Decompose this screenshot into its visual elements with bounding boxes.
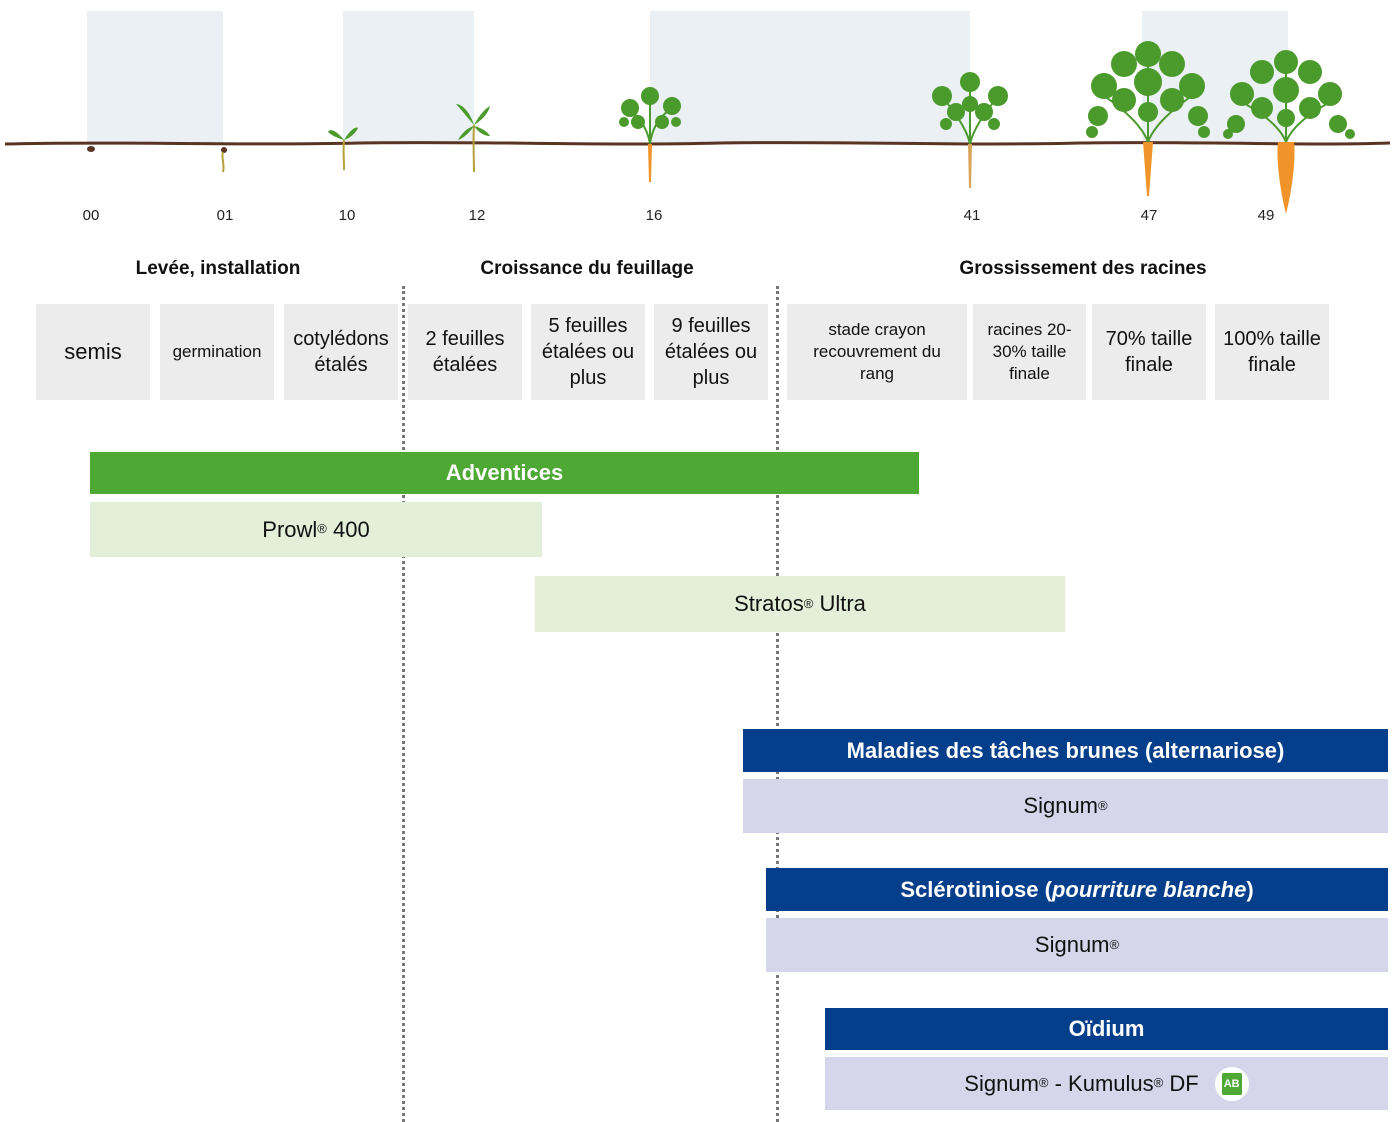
prowl-400-bar: Prowl® 400 xyxy=(90,502,542,557)
stage-band xyxy=(343,11,474,144)
stage-description: 9 feuilles étalées ou plus xyxy=(654,304,768,400)
stratos-ultra-bar: Stratos® Ultra xyxy=(535,576,1065,632)
stage-number: 12 xyxy=(468,207,486,224)
product-separator: - Kumulus xyxy=(1048,1070,1154,1096)
young-carrot-icon xyxy=(619,87,681,182)
stage-number: 41 xyxy=(963,207,981,224)
growth-illustration xyxy=(4,41,1391,214)
product-name: Stratos xyxy=(734,591,804,616)
stage-band xyxy=(87,11,223,144)
stage-description: racines 20-30% taille finale xyxy=(973,304,1086,400)
germination-icon xyxy=(221,147,227,173)
stage-number: 00 xyxy=(82,207,100,224)
sclerotiniose-signum-bar: Signum® xyxy=(766,918,1388,972)
two-leaf-plant-icon xyxy=(456,104,490,173)
product-name: Signum xyxy=(1034,932,1110,957)
registered-mark: ® xyxy=(317,521,327,536)
product-suffix: 400 xyxy=(326,516,370,542)
seed-icon xyxy=(87,146,95,152)
ab-organic-icon: AB xyxy=(1214,1066,1249,1101)
product-suffix: DF xyxy=(1163,1070,1199,1096)
adventices-header: Adventices xyxy=(90,452,919,494)
registered-mark: ® xyxy=(1038,1075,1049,1090)
stage-description: cotylédons étalés xyxy=(284,304,398,400)
registered-mark: ® xyxy=(803,595,814,611)
mature-carrot-icon xyxy=(1223,50,1355,214)
stage-description: germination xyxy=(160,304,274,400)
stage-description: 70% taille finale xyxy=(1092,304,1206,400)
sclerotiniose-title-end: ) xyxy=(1246,876,1254,902)
registered-mark: ® xyxy=(1098,797,1108,813)
alternariose-header: Maladies des tâches brunes (alternariose… xyxy=(743,729,1388,772)
phase-title: Croissance du feuillage xyxy=(480,258,694,279)
registered-mark: ® xyxy=(1153,1075,1164,1090)
stage-description: 2 feuilles étalées xyxy=(408,304,522,400)
stage-band xyxy=(650,11,970,144)
crayon-carrot-icon xyxy=(932,72,1008,188)
product-name: Signum xyxy=(964,1070,1039,1096)
oidium-header: Oïdium xyxy=(825,1008,1388,1050)
oidium-products-bar: Signum® - Kumulus® DF AB xyxy=(825,1057,1388,1110)
product-name: Prowl xyxy=(262,516,318,542)
sclerotiniose-title: Sclérotiniose ( xyxy=(900,876,1052,902)
stage-number: 16 xyxy=(645,207,663,224)
growing-carrot-icon xyxy=(1086,41,1210,196)
stage-description: stade crayon recouvrement du rang xyxy=(787,304,967,400)
alternariose-signum-bar: Signum® xyxy=(743,779,1388,833)
cotyledon-plant-icon xyxy=(328,127,358,171)
soil-line xyxy=(4,141,1391,146)
stage-description: 5 feuilles étalées ou plus xyxy=(531,304,645,400)
phase-divider xyxy=(776,286,779,1122)
sclerotiniose-header: Sclérotiniose (pourriture blanche) xyxy=(766,868,1388,911)
phase-divider xyxy=(402,286,405,1122)
registered-mark: ® xyxy=(1109,936,1120,952)
stage-number: 49 xyxy=(1257,207,1275,224)
stage-number: 01 xyxy=(216,207,234,224)
product-suffix: Ultra xyxy=(813,591,866,616)
phase-title: Grossissement des racines xyxy=(959,258,1207,279)
stage-number: 10 xyxy=(338,207,356,224)
phase-title: Levée, installation xyxy=(135,258,301,279)
stage-description: 100% taille finale xyxy=(1215,304,1329,400)
sclerotiniose-italic: pourriture blanche xyxy=(1051,876,1247,902)
stage-description: semis xyxy=(36,304,150,400)
stage-number: 47 xyxy=(1140,207,1158,224)
product-name: Signum xyxy=(1023,793,1098,818)
